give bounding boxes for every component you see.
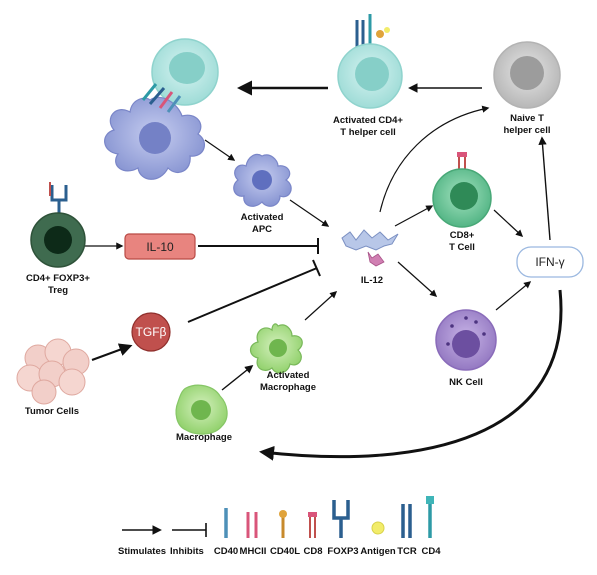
cd8-receptor-icon xyxy=(458,156,466,170)
legend-tcr-label: TCR xyxy=(397,546,417,557)
legend-antigen-icon xyxy=(371,521,385,535)
legend-cd8-head-icon xyxy=(308,512,317,517)
tgfb-label: TGFβ xyxy=(136,325,167,339)
connectors xyxy=(84,80,563,461)
legend-cd8-label: CD8 xyxy=(303,546,322,557)
treg-label-2: Treg xyxy=(48,285,68,296)
legend-inhibits-label: Inhibits xyxy=(170,546,204,557)
il12-label: IL-12 xyxy=(361,275,383,286)
cd40-receptor xyxy=(166,95,182,113)
activated-apc-label-2: APC xyxy=(252,224,272,235)
naive-label-1: Naive T xyxy=(510,113,544,124)
antigen-dot-icon xyxy=(384,27,390,33)
activated-cd4-cell: Activated CD4+ T helper cell xyxy=(333,14,403,138)
treg-cell: CD4+ FOXP3+ Treg xyxy=(26,182,90,296)
il12-protein-icon xyxy=(341,229,399,251)
ifng-label: IFN-γ xyxy=(535,255,564,269)
dendritic-cell-nucleus xyxy=(139,122,171,154)
nk-label: NK Cell xyxy=(449,377,483,388)
naive-label-2: helper cell xyxy=(504,125,551,136)
macrophage: Macrophage xyxy=(175,384,232,443)
tumor-cell xyxy=(31,379,57,405)
legend-foxp3-icon xyxy=(332,500,350,538)
arrow-tumor-to-tgfb xyxy=(91,343,133,362)
naive-cell-nucleus xyxy=(510,56,544,90)
il12-molecule: IL-12 xyxy=(341,229,399,286)
tcell-bound-nucleus xyxy=(169,52,205,84)
cd8-label-1: CD8+ xyxy=(450,230,475,241)
il10-label: IL-10 xyxy=(146,240,174,254)
mhcii-receptor xyxy=(158,91,174,109)
activated-cd4-label-1: Activated CD4+ xyxy=(333,115,403,126)
cd8-nucleus xyxy=(450,182,478,210)
arrow-cd8-to-ifng xyxy=(493,209,524,237)
legend-mhcii-icon xyxy=(246,512,258,538)
arrow-il12-to-cd8 xyxy=(394,205,434,227)
nk-granule xyxy=(482,332,486,336)
nk-nucleus xyxy=(452,330,480,358)
legend: Stimulates Inhibits CD40 MHCII CD40L CD8… xyxy=(118,496,441,557)
cd4-receptor xyxy=(141,83,158,101)
legend-antigen-label: Antigen xyxy=(360,546,396,557)
tgfb-node: TGFβ xyxy=(131,312,171,352)
arrow-activated-apc-to-il12 xyxy=(289,199,330,227)
cd8-t-cell: CD8+ T Cell xyxy=(432,152,492,253)
naive-t-helper-cell: Naive T helper cell xyxy=(493,41,561,136)
cd8-label-2: T Cell xyxy=(449,242,475,253)
treg-label-1: CD4+ FOXP3+ xyxy=(26,273,90,284)
legend-tcr-icon xyxy=(401,504,412,538)
activated-macrophage-nucleus xyxy=(269,339,287,357)
apc-tcell-complex xyxy=(104,38,219,180)
il12-subunit-icon xyxy=(367,251,385,267)
treg-nucleus xyxy=(44,226,72,254)
nk-granule xyxy=(464,316,468,320)
tcr-receptor xyxy=(148,87,166,105)
inhibit-bar-tgfb xyxy=(312,259,321,277)
nk-cell: NK Cell xyxy=(435,309,497,388)
tumor-cell xyxy=(58,368,86,396)
arrow-il12-to-naive xyxy=(379,105,490,213)
legend-cd8-icon xyxy=(309,516,316,538)
legend-mhcii-label: MHCII xyxy=(240,546,267,557)
foxp3-icon xyxy=(50,185,68,202)
tumor-label: Tumor Cells xyxy=(25,406,79,417)
nk-granule xyxy=(474,320,478,324)
arrow-il12-to-nk xyxy=(397,261,438,297)
legend-cd4-label: CD4 xyxy=(421,546,441,557)
ifng-box: IFN-γ xyxy=(516,246,584,278)
cd40l-icon xyxy=(376,30,384,38)
nk-granule xyxy=(450,324,454,328)
activated-macrophage-label-1: Activated xyxy=(267,370,310,381)
activated-apc-label-1: Activated xyxy=(241,212,284,223)
legend-cd40l-head-icon xyxy=(279,510,287,518)
legend-stimulates-label: Stimulates xyxy=(118,546,166,557)
activated-cd4-nucleus xyxy=(355,57,389,91)
legend-cd4-head-icon xyxy=(426,496,434,504)
macrophage-nucleus xyxy=(191,400,211,420)
activated-macrophage: Activated Macrophage xyxy=(249,323,316,393)
il10-box: IL-10 xyxy=(124,233,196,260)
arrow-nk-to-ifng xyxy=(495,281,532,311)
arrow-apc-complex-to-activated-apc xyxy=(204,139,236,161)
arrow-macrophage-to-activated xyxy=(221,364,254,391)
cd8-receptor-head-icon xyxy=(457,152,467,157)
activated-apc-nucleus xyxy=(252,170,272,190)
legend-cd40l-label: CD40L xyxy=(270,546,300,557)
legend-cd40-label: CD40 xyxy=(214,546,238,557)
activated-apc-cell: Activated APC xyxy=(233,153,292,235)
activated-cd4-label-2: T helper cell xyxy=(340,127,395,138)
activated-macrophage-label-2: Macrophage xyxy=(260,382,316,393)
arrow-ifng-to-macrophage xyxy=(259,289,563,461)
macrophage-label: Macrophage xyxy=(176,432,232,443)
arrow-ifng-to-naive xyxy=(538,136,551,241)
tumor-cells: Tumor Cells xyxy=(16,338,90,417)
arrow-activated-macrophage-to-il12 xyxy=(304,291,338,321)
nk-granule xyxy=(446,342,450,346)
inhibit-tgfb-to-il12 xyxy=(187,267,318,323)
legend-foxp3-label: FOXP3 xyxy=(327,546,358,557)
